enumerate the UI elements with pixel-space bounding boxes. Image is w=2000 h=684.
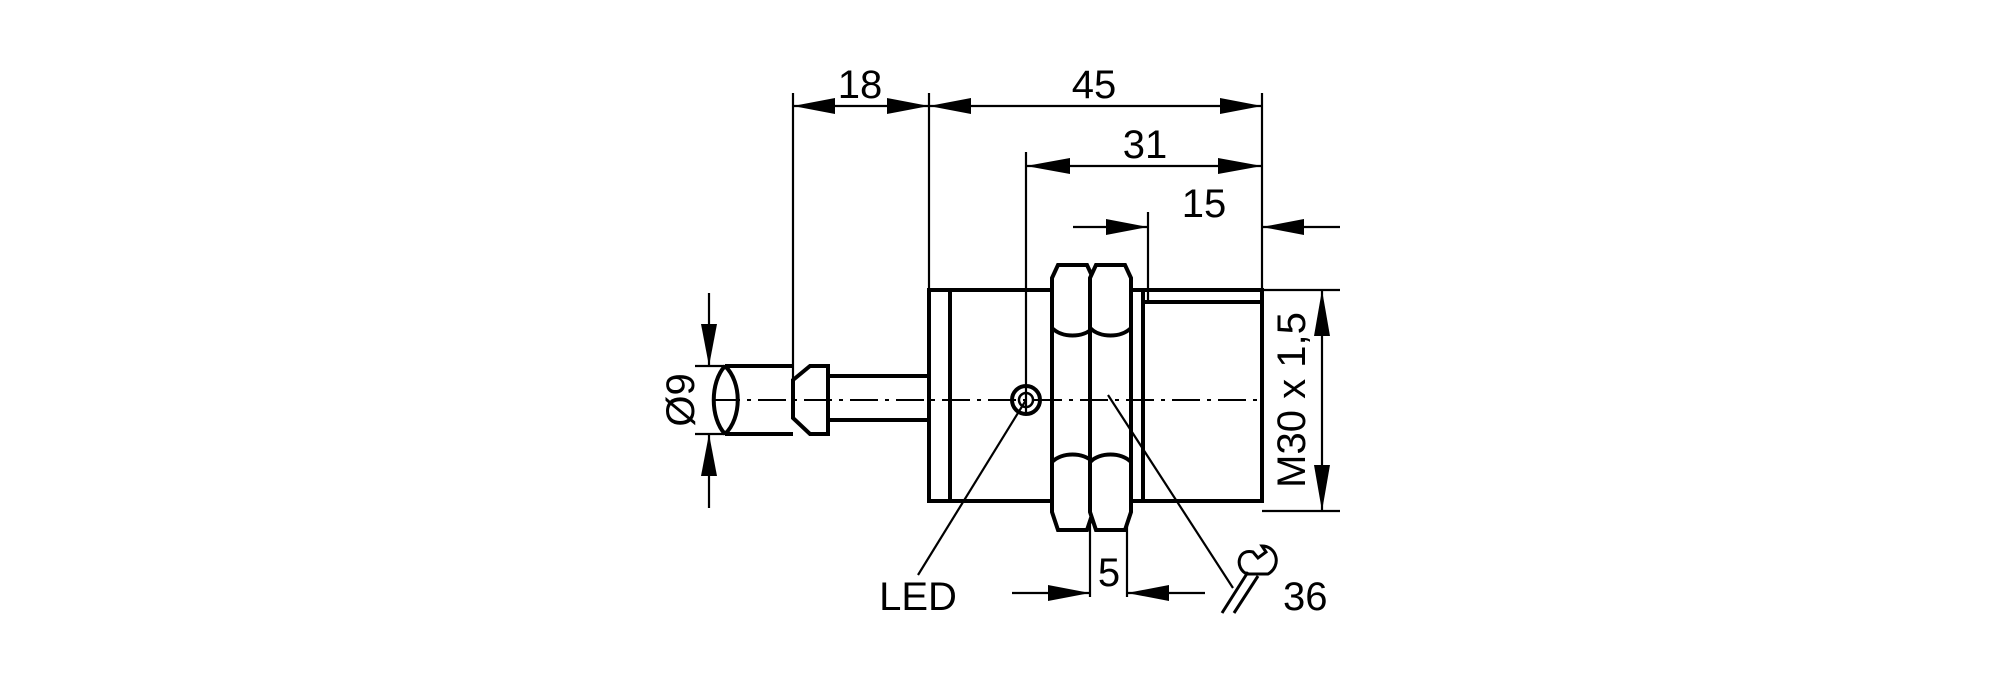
- wrench-size: 36: [1107, 394, 1328, 619]
- dimension-18: 18: [793, 63, 929, 114]
- dimension-45: 45: [929, 63, 1262, 114]
- dim-cable-diameter-label: Ø9: [659, 373, 703, 426]
- extension-lines: [695, 93, 1340, 597]
- dim-overall-length-label: 45: [1072, 63, 1117, 107]
- dimension-cable-diameter: Ø9: [659, 293, 717, 508]
- dimension-31: 31: [1026, 123, 1262, 174]
- dimension-15: 15: [1073, 182, 1340, 235]
- dim-led-to-face-label: 31: [1123, 123, 1168, 167]
- dim-cable-length-label: 18: [838, 63, 883, 107]
- dim-nut-thickness-label: 5: [1098, 551, 1120, 595]
- led-leader: LED: [879, 399, 1027, 619]
- lock-nuts: [1050, 263, 1133, 532]
- dim-thread-free-length-label: 15: [1182, 182, 1227, 226]
- wrench-icon: [1220, 544, 1278, 614]
- dimension-5: 5: [1012, 551, 1205, 601]
- dimension-thread: M30 x 1,5: [1270, 290, 1330, 511]
- led-label: LED: [879, 575, 957, 619]
- wrench-size-label: 36: [1283, 575, 1328, 619]
- dim-thread-label: M30 x 1,5: [1270, 312, 1314, 488]
